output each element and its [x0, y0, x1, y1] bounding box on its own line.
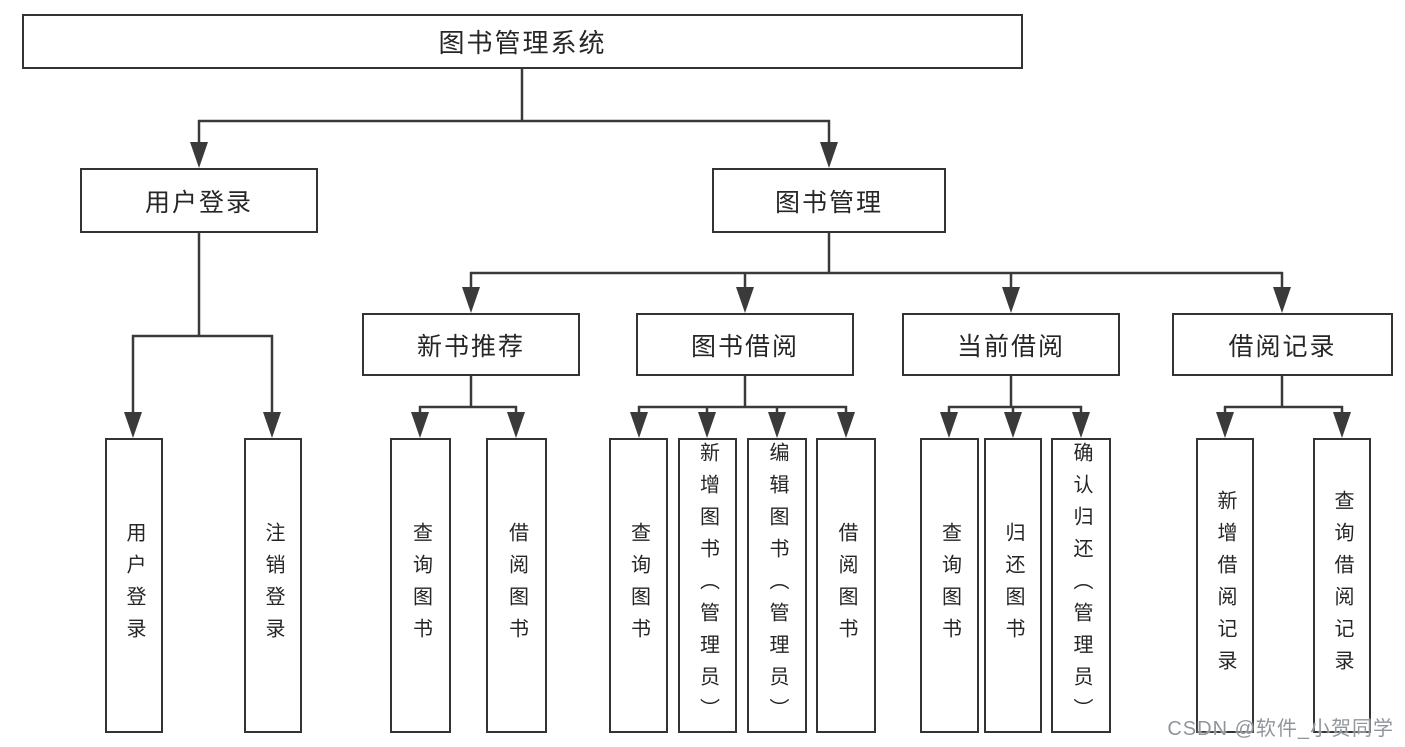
- leaf-logout: 注销登录: [244, 438, 302, 733]
- arrowhead-down: [736, 287, 754, 313]
- arrowhead-down: [1333, 412, 1351, 438]
- node-book-borrow: 图书借阅: [636, 313, 854, 376]
- arrowhead-down: [124, 412, 142, 438]
- leaf-borrow-edit-books-admin: 编辑图书（管理员）: [747, 438, 807, 733]
- arrowhead-down: [263, 412, 281, 438]
- arrowhead-down: [1216, 412, 1234, 438]
- connector-current-to-leaves: [947, 376, 1083, 413]
- leaf-current-confirm-return-admin: 确认归还（管理员）: [1051, 438, 1111, 733]
- leaf-borrow-borrow-books: 借阅图书: [816, 438, 876, 733]
- leaf-current-return-books: 归还图书: [984, 438, 1042, 733]
- arrowhead-down: [630, 412, 648, 438]
- csdn-watermark: CSDN @软件_小贺同学: [1167, 718, 1394, 740]
- leaf-record-query-borrow-record: 查询借阅记录: [1313, 438, 1371, 733]
- arrowhead-down: [820, 142, 838, 168]
- node-borrow-record: 借阅记录: [1172, 313, 1393, 376]
- connector-recommend-to-leaves: [418, 376, 518, 413]
- leaf-recommend-borrow-books: 借阅图书: [486, 438, 547, 733]
- arrowhead-down: [768, 412, 786, 438]
- arrowhead-down: [1002, 287, 1020, 313]
- arrowhead-down: [940, 412, 958, 438]
- connector-root-to-level2: [197, 68, 831, 143]
- node-library-management-system: 图书管理系统: [22, 14, 1023, 69]
- arrowhead-down: [411, 412, 429, 438]
- node-current-borrow: 当前借阅: [902, 313, 1120, 376]
- connector-record-to-leaves: [1223, 376, 1344, 413]
- connector-book-mgmt-to-level3: [469, 233, 1284, 288]
- arrowhead-down: [1004, 412, 1022, 438]
- arrowhead-down: [507, 412, 525, 438]
- arrowhead-down: [837, 412, 855, 438]
- connector-user-login-to-leaves: [131, 233, 274, 413]
- arrowheads: [124, 142, 1351, 438]
- leaf-record-add-borrow-record: 新增借阅记录: [1196, 438, 1254, 733]
- node-user-login: 用户登录: [80, 168, 318, 233]
- leaf-borrow-add-books-admin: 新增图书（管理员）: [678, 438, 737, 733]
- arrowhead-down: [190, 142, 208, 168]
- node-book-management: 图书管理: [712, 168, 946, 233]
- node-new-book-recommend: 新书推荐: [362, 313, 580, 376]
- leaf-user-login: 用户登录: [105, 438, 163, 733]
- arrowhead-down: [698, 412, 716, 438]
- leaf-recommend-query-books: 查询图书: [390, 438, 451, 733]
- leaf-current-query-books: 查询图书: [920, 438, 979, 733]
- arrowhead-down: [462, 287, 480, 313]
- connector-borrow-to-leaves: [637, 376, 848, 413]
- leaf-borrow-query-books: 查询图书: [609, 438, 668, 733]
- arrowhead-down: [1072, 412, 1090, 438]
- arrowhead-down: [1273, 287, 1291, 313]
